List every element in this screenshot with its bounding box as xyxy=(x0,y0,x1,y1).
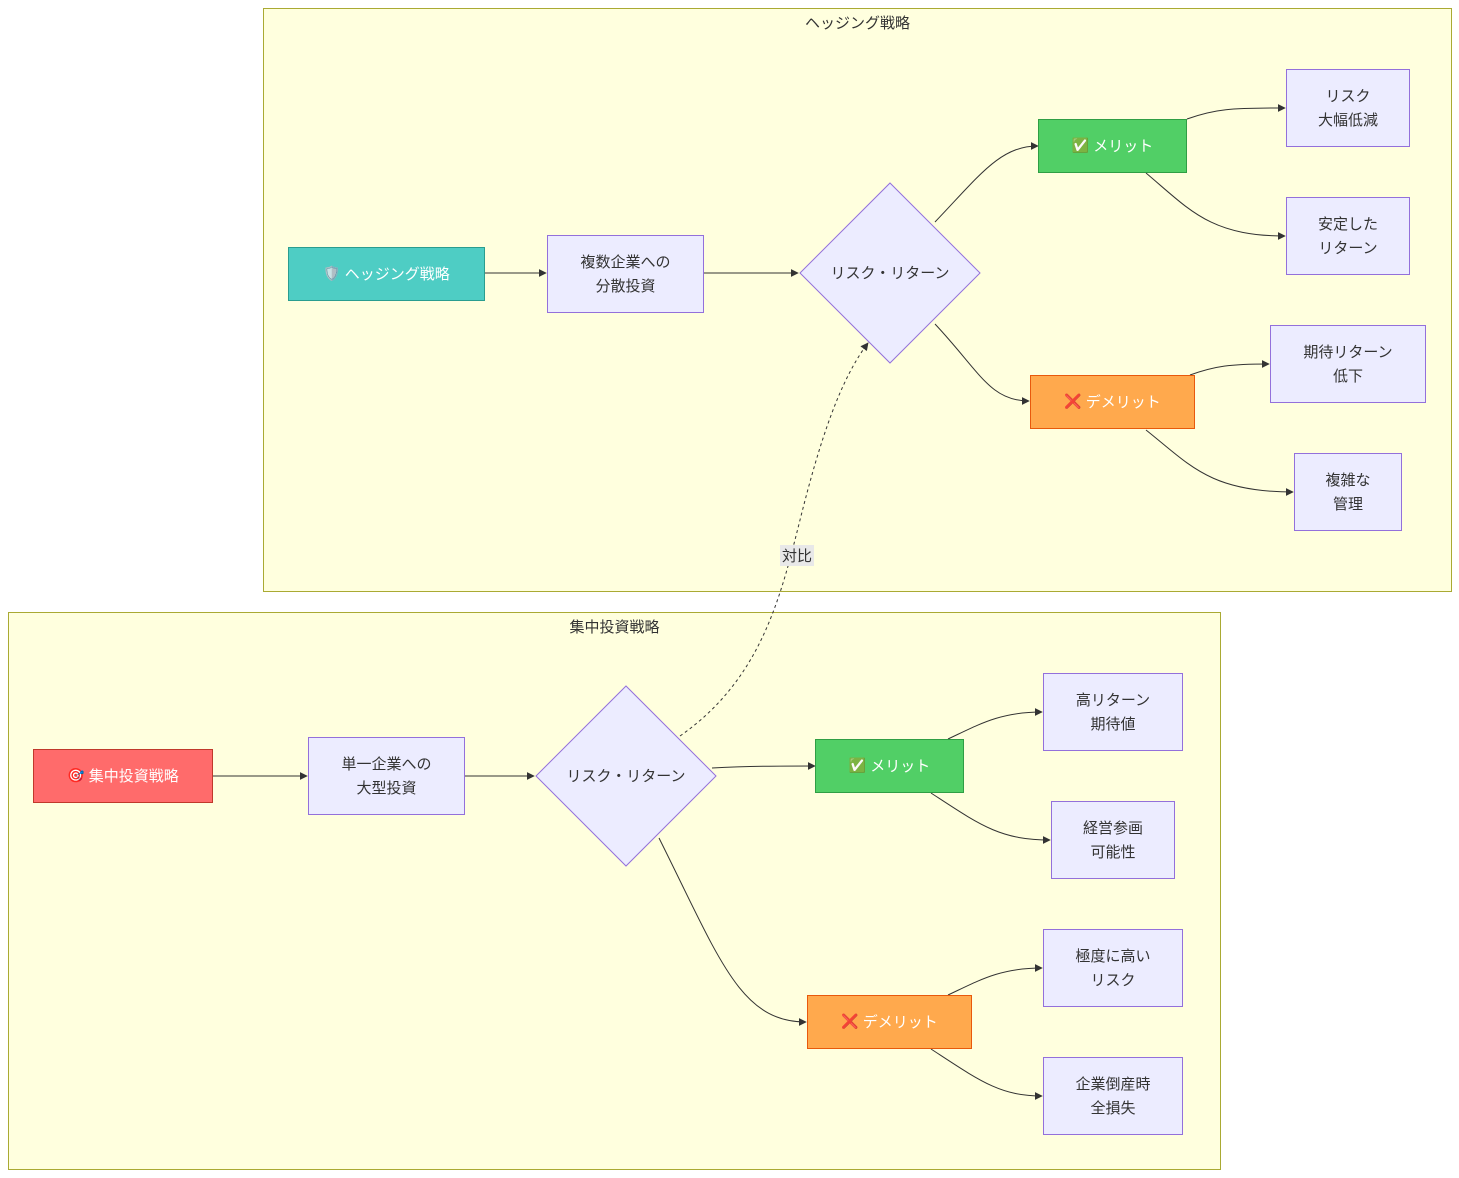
concentrated-cluster-title: 集中投資戦略 xyxy=(569,618,660,636)
hedge-demerit-item-2: 複雑な 管理 xyxy=(1294,453,1402,531)
concentrated-merit-item-1: 高リターン 期待値 xyxy=(1043,673,1183,751)
cross-icon: ❌ xyxy=(1064,394,1082,410)
hedge-decision-label: リスク・リターン xyxy=(830,264,950,282)
hedge-step-node: 複数企業への 分散投資 xyxy=(547,235,704,313)
hedge-step-label: 複数企業への 分散投資 xyxy=(580,253,671,295)
edge-conc-merit-to-item1 xyxy=(947,708,1043,740)
concentrated-merit-node: ✅ メリット xyxy=(815,739,964,793)
concentrated-demerit-item-2-label: 企業倒産時 全損失 xyxy=(1075,1075,1151,1117)
concentrated-step-label: 単一企業への 大型投資 xyxy=(341,755,432,797)
check-icon: ✅ xyxy=(848,758,867,774)
concentrated-demerit-node: ❌ デメリット xyxy=(807,995,972,1049)
edge-conc-decision-to-merit xyxy=(711,762,816,771)
hedge-cluster-title: ヘッジング戦略 xyxy=(804,14,910,32)
hedge-start-node: 🛡️ ヘッジング戦略 xyxy=(288,247,485,301)
hedge-demerit-label: デメリット xyxy=(1085,393,1161,411)
edge-conc-decision-to-demerit xyxy=(658,837,807,1026)
concentrated-start-label: 集中投資戦略 xyxy=(88,767,179,785)
concentrated-demerit-item-1-label: 極度に高い リスク xyxy=(1075,947,1151,989)
edge-conc-demerit-to-item1 xyxy=(947,964,1043,996)
concentrated-demerit-item-1: 極度に高い リスク xyxy=(1043,929,1183,1007)
target-icon: 🎯 xyxy=(67,768,85,784)
hedge-demerit-item-2-label: 複雑な 管理 xyxy=(1325,471,1371,513)
edge-comparison xyxy=(679,342,869,737)
hedge-demerit-item-1-label: 期待リターン 低下 xyxy=(1303,343,1393,385)
hedge-merit-label: メリット xyxy=(1093,137,1154,155)
hedge-start-label: ヘッジング戦略 xyxy=(344,265,450,283)
edge-hedge-decision-to-merit xyxy=(934,142,1039,223)
cross-icon: ❌ xyxy=(841,1014,859,1030)
concentrated-step-node: 単一企業への 大型投資 xyxy=(308,737,465,815)
edge-conc-merit-to-item2 xyxy=(930,792,1051,844)
hedge-merit-item-1: リスク 大幅低減 xyxy=(1286,69,1410,147)
hedge-merit-node: ✅ メリット xyxy=(1038,119,1187,173)
concentrated-start-node: 🎯 集中投資戦略 xyxy=(33,749,213,803)
hedge-demerit-node: ❌ デメリット xyxy=(1030,375,1195,429)
concentrated-merit-item-2: 経営参画 可能性 xyxy=(1051,801,1175,879)
edge-hedge-merit-to-item2 xyxy=(1145,172,1286,240)
hedge-merit-item-1-label: リスク 大幅低減 xyxy=(1317,87,1378,129)
check-icon: ✅ xyxy=(1071,138,1090,154)
edge-hedge-demerit-to-item1 xyxy=(1189,360,1270,376)
shield-icon: 🛡️ xyxy=(323,266,341,282)
edge-conc-demerit-to-item2 xyxy=(930,1048,1043,1100)
concentrated-decision-shape xyxy=(535,685,717,867)
concentrated-decision-label: リスク・リターン xyxy=(566,767,686,785)
comparison-edge-label: 対比 xyxy=(780,545,815,566)
concentrated-demerit-item-2: 企業倒産時 全損失 xyxy=(1043,1057,1183,1135)
concentrated-merit-item-1-label: 高リターン 期待値 xyxy=(1075,691,1151,733)
concentrated-demerit-label: デメリット xyxy=(862,1013,938,1031)
hedge-merit-item-2: 安定した リターン xyxy=(1286,197,1410,275)
concentrated-merit-label: メリット xyxy=(870,757,931,775)
concentrated-merit-item-2-label: 経営参画 可能性 xyxy=(1082,819,1143,861)
edge-hedge-merit-to-item1 xyxy=(1186,104,1286,120)
hedge-demerit-item-1: 期待リターン 低下 xyxy=(1270,325,1426,403)
edge-hedge-decision-to-demerit xyxy=(934,323,1030,405)
hedge-merit-item-2-label: 安定した リターン xyxy=(1317,215,1378,257)
hedge-decision-shape xyxy=(799,182,981,364)
edge-hedge-demerit-to-item2 xyxy=(1145,429,1294,496)
